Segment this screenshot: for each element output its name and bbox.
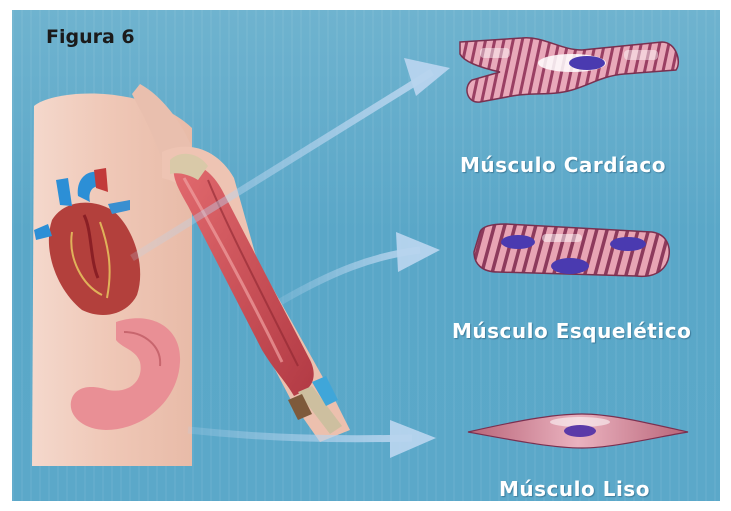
label-smooth-muscle: Músculo Liso	[499, 477, 650, 501]
nucleus-icon	[610, 237, 646, 251]
label-cardiac-muscle: Músculo Cardíaco	[460, 153, 666, 177]
figure-panel: Figura 6 Músculo Cardíaco Músculo Esquel…	[12, 10, 720, 501]
label-skeletal-muscle: Músculo Esquelético	[452, 319, 691, 343]
arrow-to-skeletal	[280, 232, 440, 302]
nucleus-icon	[551, 258, 589, 274]
nucleus-icon	[564, 425, 596, 437]
figure-label: Figura 6	[46, 26, 135, 48]
nucleus-icon	[569, 56, 605, 70]
cardiac-muscle-cell	[460, 38, 678, 102]
nucleus-icon	[501, 235, 535, 249]
figure-illustration	[12, 10, 720, 501]
arm-muscle-icon	[170, 154, 342, 434]
smooth-muscle-cell	[468, 414, 688, 448]
skeletal-muscle-cell	[474, 224, 669, 276]
